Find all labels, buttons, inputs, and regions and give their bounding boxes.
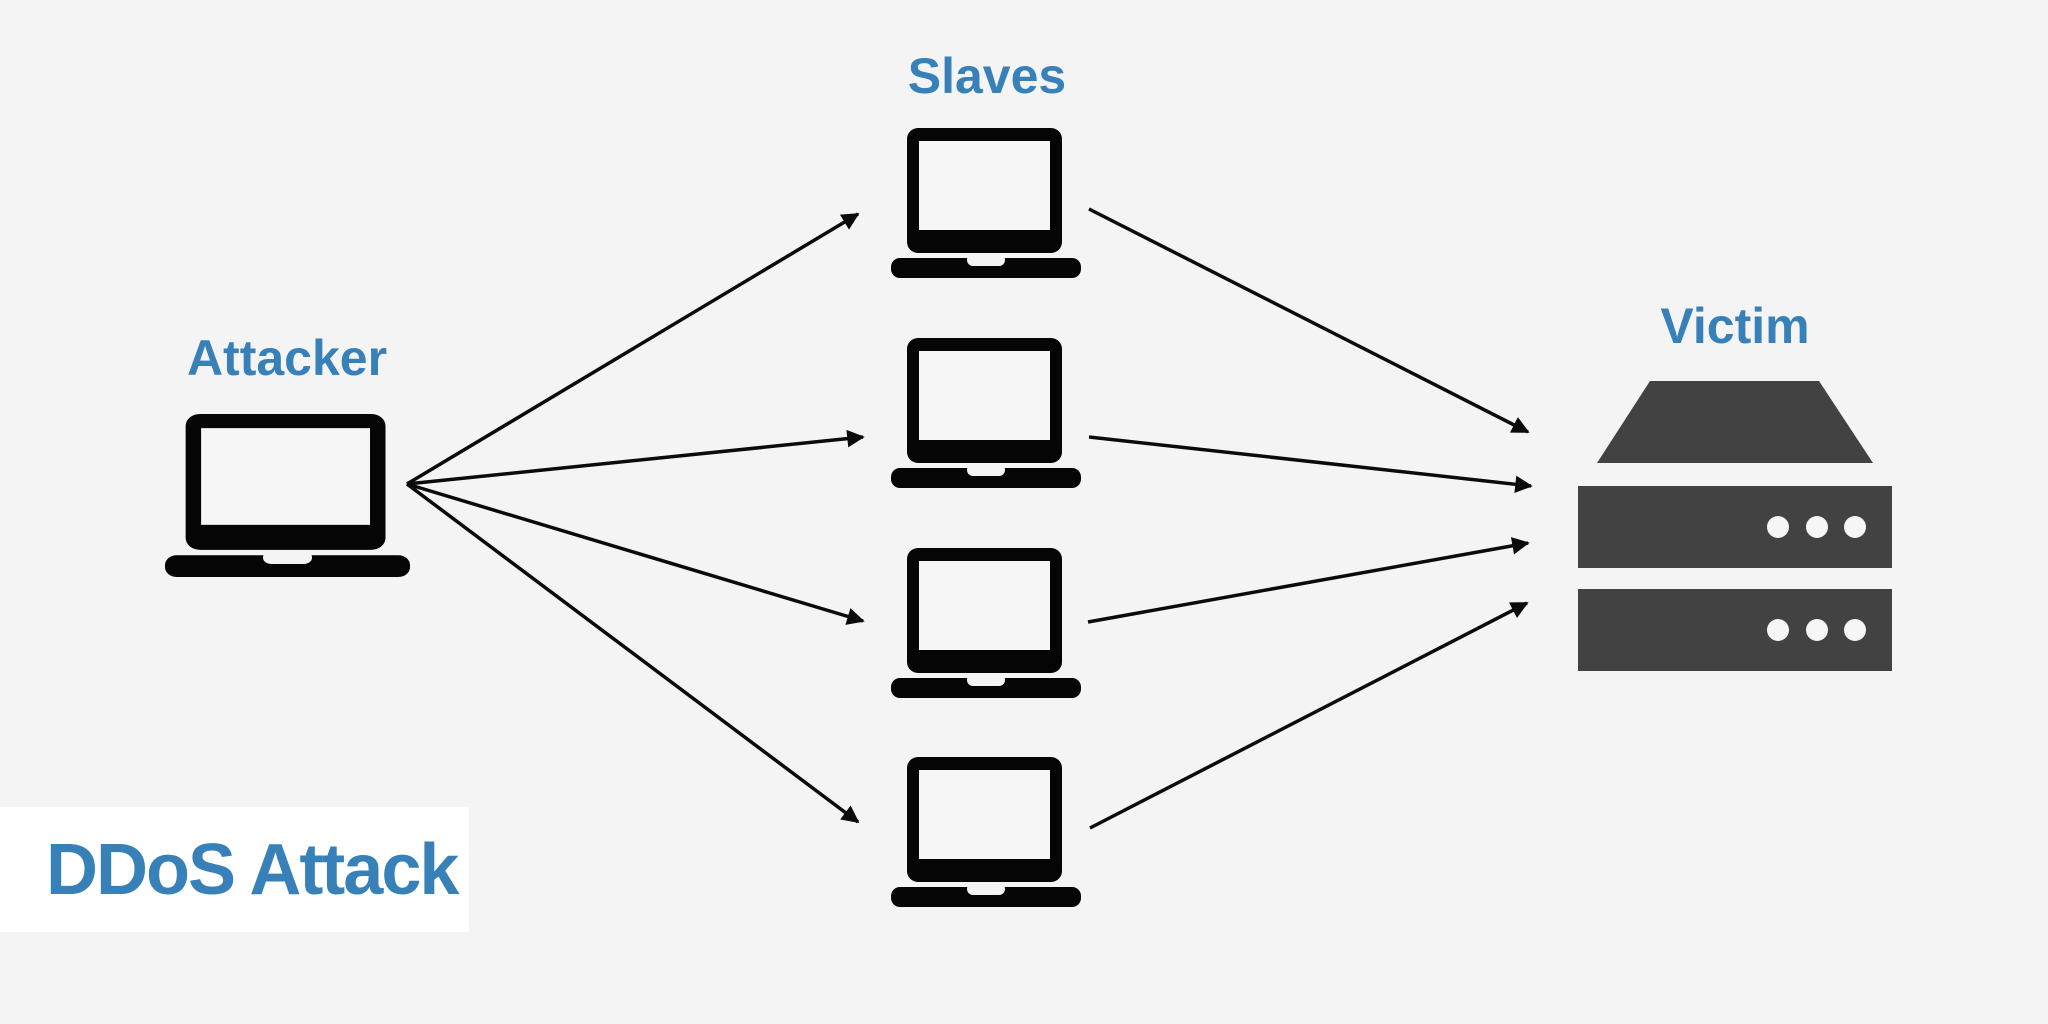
arrow-slave-2-to-victim xyxy=(1088,435,1533,493)
slave-laptop-icon-1 xyxy=(891,128,1081,278)
diagram-title: DDoS Attack xyxy=(46,829,459,910)
attacker-laptop-icon xyxy=(165,414,410,577)
arrow-attacker-to-slave-1 xyxy=(406,212,860,486)
arrow-slave-3-to-victim xyxy=(1087,537,1530,624)
arrow-attacker-to-slave-4 xyxy=(405,482,860,824)
slave-laptop-icon-3 xyxy=(891,548,1081,698)
arrow-slave-1-to-victim xyxy=(1088,207,1530,434)
victim-label: Victim xyxy=(1660,298,1810,354)
victim-server-icon xyxy=(1578,381,1892,671)
arrow-attacker-to-slave-3 xyxy=(406,482,865,625)
attacker-label: Attacker xyxy=(186,330,388,386)
title-box: DDoS Attack xyxy=(0,807,469,932)
arrow-attacker-to-slave-2 xyxy=(406,429,865,486)
slave-laptop-icon-2 xyxy=(891,338,1081,488)
slave-laptop-icon-4 xyxy=(891,757,1081,907)
slaves-label: Slaves xyxy=(907,48,1067,104)
arrow-slave-4-to-victim xyxy=(1089,601,1529,830)
